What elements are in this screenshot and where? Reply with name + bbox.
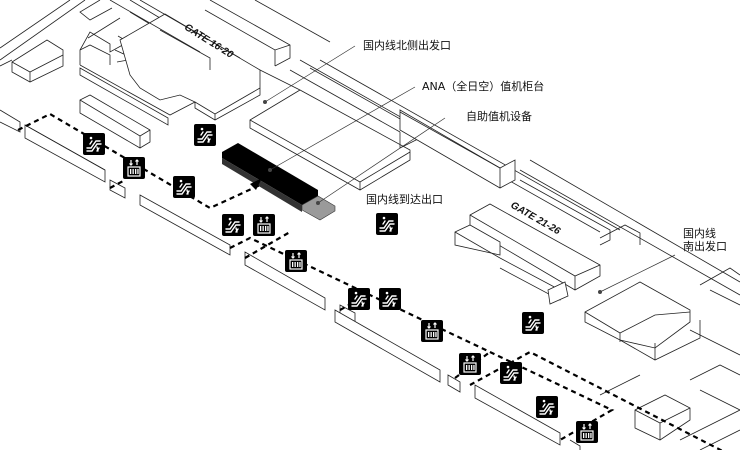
escalator-icon xyxy=(194,124,216,146)
arrival-exit-label: 国内线到达出口 xyxy=(366,193,443,206)
north-exit-label: 国内线北侧出发口 xyxy=(363,39,451,52)
escalator-icon xyxy=(173,176,195,198)
escalator-icon xyxy=(536,396,558,418)
escalator-icon xyxy=(348,288,370,310)
elevator-icon xyxy=(459,353,481,375)
escalator-icon xyxy=(522,312,544,334)
self-checkin-label: 自助值机设备 xyxy=(466,110,532,123)
self-checkin-kiosk xyxy=(301,195,336,221)
escalator-icon xyxy=(376,213,398,235)
south-exit-label-line1: 国内线 xyxy=(683,227,716,240)
elevator-icon xyxy=(576,421,598,443)
elevator-icon xyxy=(285,250,307,272)
escalator-icon xyxy=(83,133,105,155)
elevator-icon xyxy=(123,157,145,179)
escalator-icon xyxy=(379,288,401,310)
ana-counter-block xyxy=(222,143,318,205)
south-exit-label-line2: 南出发口 xyxy=(683,240,727,253)
ana-counter-label: ANA（全日空）值机柜台 xyxy=(422,80,545,93)
elevator-icon xyxy=(421,320,443,342)
escalator-icon xyxy=(500,362,522,384)
elevator-icon xyxy=(253,214,275,236)
escalator-icon xyxy=(222,214,244,236)
